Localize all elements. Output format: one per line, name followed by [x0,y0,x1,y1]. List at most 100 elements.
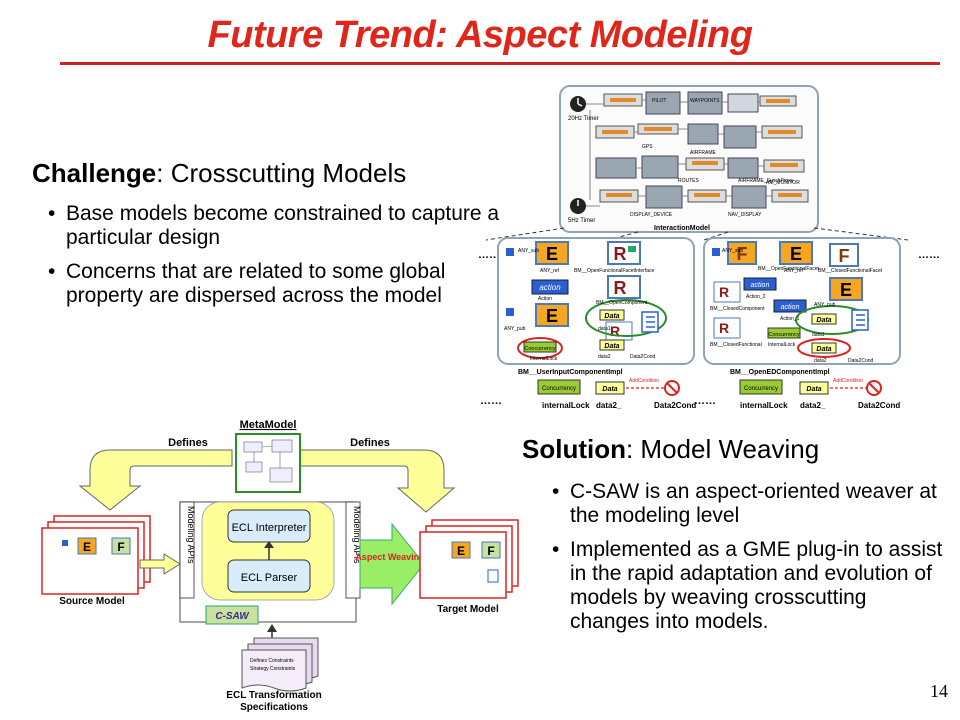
svg-text:action: action [751,282,770,289]
svg-text:Data: Data [816,317,831,324]
source-to-apis-arrow [139,553,181,575]
page-number: 14 [930,681,948,701]
solution-heading-rest: : Model Weaving [625,434,820,464]
impl-item: BM__ClosedComponent [710,306,765,312]
data-icon: Data [599,339,625,351]
block-label: GPS [642,144,653,150]
svg-text:R: R [614,278,627,298]
f-block-icon: F [829,243,859,267]
impl-item: InternalLock [768,342,796,348]
impl-item: data2 [814,358,827,364]
target-model-stack: E F [419,519,519,599]
ellipsis-left: …… [478,249,500,261]
modeling-apis-left-label: Modeling APIs [186,506,196,564]
svg-text:F: F [487,544,494,558]
spec-page-text: Defines Constraints [250,658,294,664]
challenge-bullets: Base models become constrained to captur… [44,202,504,318]
svg-text:action: action [781,304,800,311]
concurrency-icon: Concurrency [767,327,801,339]
data-icon: Data [599,309,625,321]
data-icon: Data [595,381,625,395]
block-label: NAV_DISPLAY [728,212,762,218]
f-block-icon: F [727,241,757,265]
challenge-heading: Challenge: Crosscutting Models [32,158,406,189]
impl-item: Data2Cond [848,358,874,364]
challenge-bullet: Concerns that are related to some global… [44,260,504,308]
data-icon: Data [811,342,837,354]
solution-heading-bold: Solution [522,434,626,464]
bottom-label: internalLock [542,401,590,410]
svg-text:E: E [83,540,91,554]
csaw-logo [205,605,259,625]
impl-item: ANY_pub [814,302,836,308]
impl-item: BM__OpenComponent [596,300,648,306]
impl-item: Data2Cond [630,354,656,360]
concurrency-icon: Concurrency [523,341,557,353]
svg-text:Data: Data [604,313,619,320]
impl-item: InternalLock [530,356,558,362]
action-icon: action [773,299,807,313]
solution-heading: Solution: Model Weaving [522,434,819,465]
svg-text:Concurrency: Concurrency [542,386,576,392]
csaw-logo-text: C-SAW [215,611,250,622]
bottom-label: data2_ [596,401,622,410]
svg-text:Concurrency: Concurrency [524,346,555,352]
e-block-icon: E [829,277,863,301]
svg-text:Data: Data [816,346,831,353]
modeling-apis-right-label: Modeling APIs [352,506,362,564]
r-block-icon: R [713,281,741,303]
ecl-parser-label: ECL Parser [241,572,298,584]
interaction-model-label: InteractionModel [654,225,710,232]
concurrency-icon: Concurrency [739,379,783,395]
impl-item: ANY_sub [722,248,743,254]
block-label: ROUTES [678,178,700,184]
svg-text:action: action [539,283,561,292]
title-underline [60,62,940,65]
defines-arrow-right [295,449,456,513]
add-condition-label: AddCondition [833,378,863,384]
block-label: AIRFRAME [690,150,717,156]
svg-text:Data: Data [806,386,821,393]
defines-right-label: Defines [350,437,390,449]
data-icon: Data [811,313,837,325]
impl-item: Action_1 [780,316,800,322]
impl-item: ANY_ref [784,268,804,274]
svg-text:F: F [117,540,124,554]
impl-item: BM__OpenFunctionalFacet [758,266,819,272]
impl-item: ANY_pub [504,326,526,332]
concurrency-icon: Concurrency [537,379,581,395]
svg-text:Data: Data [602,386,617,393]
impl-item: data1 [598,326,611,332]
source-model-label: Source Model [59,596,125,607]
clock-icon [570,198,586,214]
port-icon [712,248,720,256]
clock-icon [570,96,586,112]
impl-item: ANY_sub [518,248,539,254]
bottom-label: internalLock [740,401,788,410]
svg-text:E: E [457,544,465,558]
impl-item: ANY_ref [540,268,560,274]
no-entry-icon [664,380,680,396]
interaction-model-diagram: 20Hz Timer 5Hz Timer PILOT WAYPOINTS GPS… [478,85,940,410]
ecl-spec-pages: Defines Constraints Strategy Constraints [241,637,319,692]
r-block-icon: R [713,317,741,339]
timer-label-20hz: 20Hz Timer [568,116,599,122]
impl-item: Action [538,296,552,302]
e-block-icon: E [535,241,569,265]
ellipsis-bottom-mid: …… [694,395,716,407]
ecl-spec-label-2: Specifications [240,702,308,713]
svg-text:E: E [790,244,802,264]
svg-text:E: E [546,306,558,326]
ellipsis-right: …… [918,249,940,261]
impl-item: data1 [812,332,825,338]
target-model-label: Target Model [437,604,499,615]
source-model-stack: E F [41,515,151,595]
bottom-label: Data2Cond [858,401,900,410]
challenge-heading-rest: : Crosscutting Models [156,158,407,188]
svg-text:F: F [737,244,748,264]
connection-lines [586,99,772,207]
ecl-spec-label-1: ECL Transformation [226,690,321,701]
svg-text:E: E [840,280,852,300]
aspect-weaving-label: Aspect Weaving [355,552,424,562]
svg-text:Concurrency: Concurrency [744,386,778,392]
